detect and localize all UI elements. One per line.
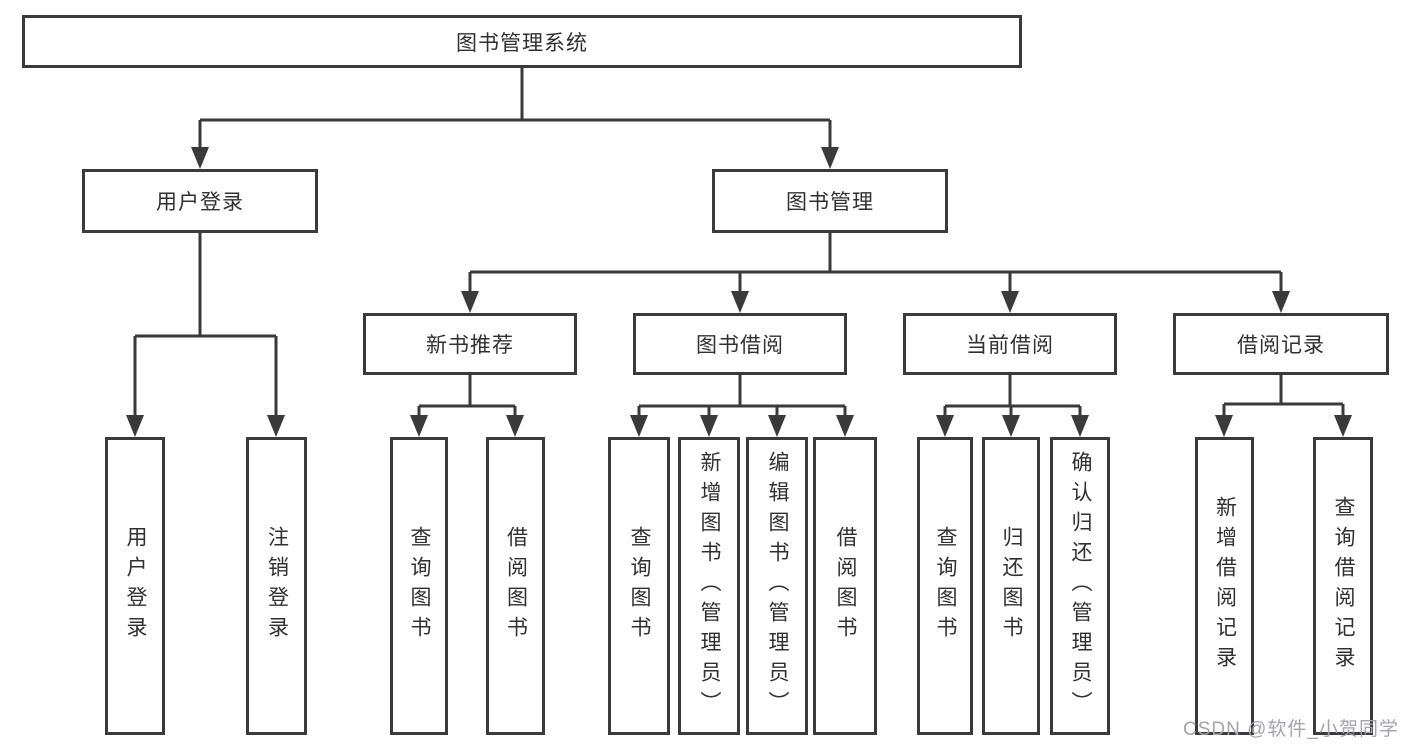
leaf-borrow-books-recommend-label: 借阅图书 bbox=[504, 526, 528, 646]
node-root-system: 图书管理系统 bbox=[22, 15, 1022, 68]
node-new-book-recommend: 新书推荐 bbox=[363, 313, 577, 375]
leaf-borrow-books-borrowing: 借阅图书 bbox=[813, 437, 877, 735]
node-current-borrowing-label: 当前借阅 bbox=[966, 334, 1054, 357]
leaf-confirm-return-admin-label: 确认归还（管理员） bbox=[1069, 451, 1092, 721]
node-book-borrowing: 图书借阅 bbox=[633, 313, 847, 375]
connector-user-login-to-children bbox=[126, 233, 285, 437]
leaf-query-books-current: 查询图书 bbox=[917, 437, 973, 735]
connector-root-to-children bbox=[191, 68, 839, 169]
leaf-add-borrow-record: 新增借阅记录 bbox=[1195, 437, 1254, 735]
node-book-management-label: 图书管理 bbox=[786, 191, 874, 214]
leaf-query-books-borrowing-label: 查询图书 bbox=[628, 526, 651, 646]
node-borrowing-records: 借阅记录 bbox=[1173, 313, 1389, 375]
node-book-management: 图书管理 bbox=[712, 169, 948, 233]
leaf-edit-book-admin-label: 编辑图书（管理员） bbox=[766, 451, 789, 721]
leaf-query-books-current-label: 查询图书 bbox=[934, 526, 957, 646]
leaf-add-book-admin: 新增图书（管理员） bbox=[678, 437, 740, 735]
node-new-book-recommend-label: 新书推荐 bbox=[426, 334, 514, 357]
leaf-user-login-label: 用户登录 bbox=[124, 526, 147, 646]
watermark-csdn: CSDN @软件_小贺同学 bbox=[1183, 719, 1399, 740]
connector-current-borrowing-to-children bbox=[936, 375, 1089, 437]
node-root-system-label: 图书管理系统 bbox=[456, 31, 588, 55]
leaf-return-books-label: 归还图书 bbox=[1000, 526, 1023, 646]
leaf-edit-book-admin: 编辑图书（管理员） bbox=[746, 437, 808, 735]
leaf-confirm-return-admin: 确认归还（管理员） bbox=[1050, 437, 1110, 735]
leaf-logout: 注销登录 bbox=[246, 437, 307, 735]
leaf-borrow-books-recommend: 借阅图书 bbox=[486, 437, 545, 735]
leaf-borrow-books-borrowing-label: 借阅图书 bbox=[834, 526, 857, 646]
connector-book-management-to-children bbox=[461, 233, 1290, 313]
leaf-user-login: 用户登录 bbox=[105, 437, 165, 735]
leaf-query-books-recommend-label: 查询图书 bbox=[408, 526, 431, 646]
node-borrowing-records-label: 借阅记录 bbox=[1237, 334, 1325, 357]
node-book-borrowing-label: 图书借阅 bbox=[696, 334, 784, 357]
leaf-return-books: 归还图书 bbox=[982, 437, 1040, 735]
connector-borrowing-records-to-children bbox=[1215, 375, 1352, 437]
leaf-query-books-recommend: 查询图书 bbox=[390, 437, 448, 735]
leaf-logout-label: 注销登录 bbox=[265, 526, 289, 646]
node-user-login: 用户登录 bbox=[82, 169, 318, 233]
leaf-query-borrow-record: 查询借阅记录 bbox=[1313, 437, 1373, 735]
leaf-query-borrow-record-label: 查询借阅记录 bbox=[1332, 496, 1355, 676]
connector-book-borrowing-to-children bbox=[630, 375, 854, 437]
leaf-add-book-admin-label: 新增图书（管理员） bbox=[698, 451, 721, 721]
connector-new-book-recommend-to-children bbox=[410, 375, 524, 437]
node-user-login-label: 用户登录 bbox=[156, 191, 244, 214]
leaf-add-borrow-record-label: 新增借阅记录 bbox=[1213, 496, 1237, 676]
leaf-query-books-borrowing: 查询图书 bbox=[608, 437, 670, 735]
node-current-borrowing: 当前借阅 bbox=[903, 313, 1117, 375]
